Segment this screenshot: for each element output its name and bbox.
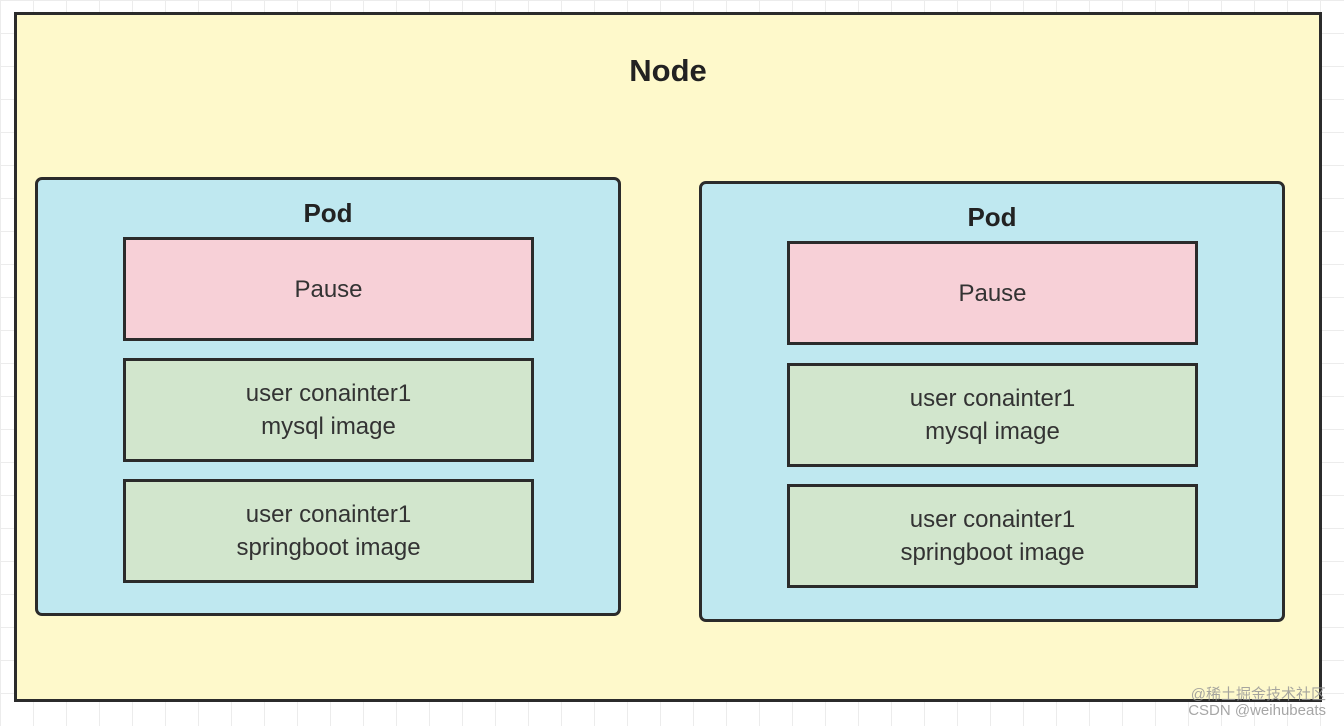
pod-box-right: Pod Pause user conainter1 mysql image us… [699, 181, 1285, 622]
pause-label: Pause [294, 275, 363, 303]
container-image: mysql image [925, 418, 1060, 445]
node-box: Node Pod Pause user conainter1 mysql ima… [14, 12, 1322, 702]
container-image: mysql image [261, 413, 396, 440]
container-name: user conainter1 [245, 380, 412, 407]
mysql-container: user conainter1 mysql image [787, 363, 1198, 467]
container-name: user conainter1 [909, 385, 1076, 412]
springboot-container: user conainter1 springboot image [787, 484, 1198, 588]
pod-title: Pod [303, 198, 353, 228]
container-image: springboot image [236, 534, 421, 561]
watermark-line2: CSDN @weihubeats [1188, 702, 1326, 719]
mysql-container: user conainter1 mysql image [123, 358, 534, 462]
springboot-container: user conainter1 springboot image [123, 479, 534, 583]
pause-container: Pause [787, 241, 1198, 345]
container-image: springboot image [900, 539, 1085, 566]
pod-title: Pod [967, 202, 1017, 232]
pod-box-left: Pod Pause user conainter1 mysql image us… [35, 177, 621, 616]
watermark-line1: @稀土掘金技术社区 [1190, 686, 1326, 703]
node-title: Node [629, 53, 707, 88]
pause-container: Pause [123, 237, 534, 341]
container-name: user conainter1 [245, 501, 412, 528]
pause-label: Pause [958, 279, 1027, 307]
container-name: user conainter1 [909, 506, 1076, 533]
